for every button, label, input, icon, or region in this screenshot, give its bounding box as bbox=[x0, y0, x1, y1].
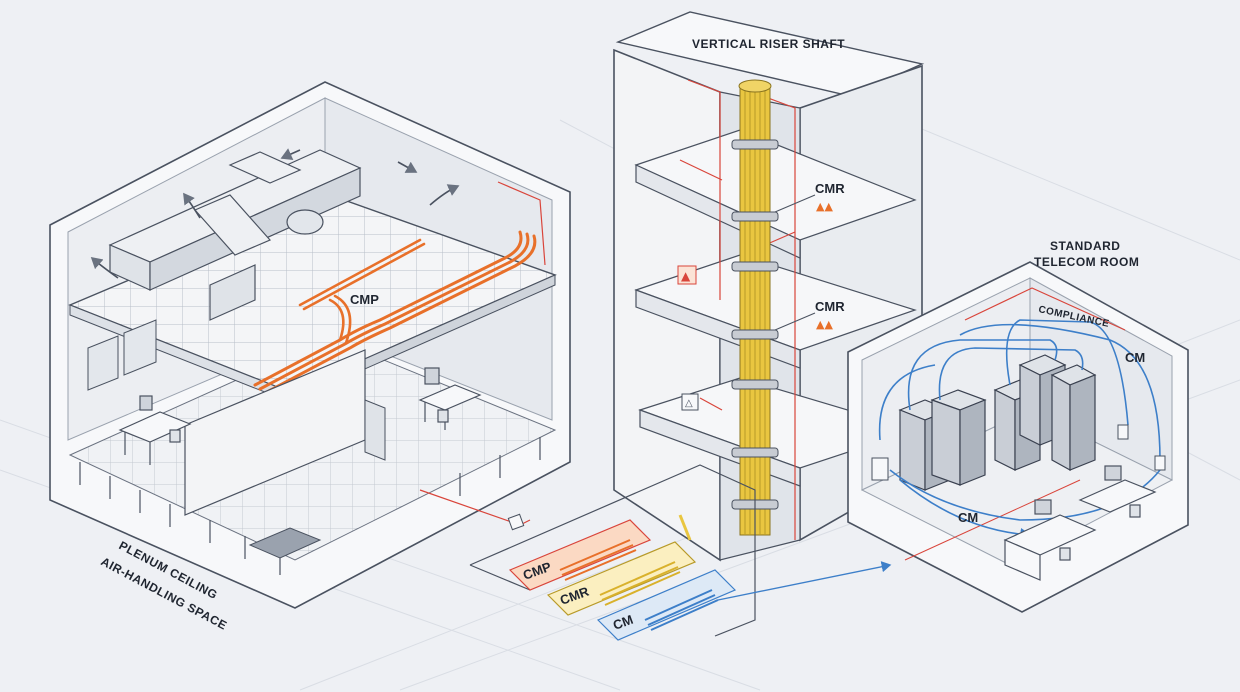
legend-cmr: CMR bbox=[546, 541, 697, 616]
svg-text:▲: ▲ bbox=[681, 269, 691, 283]
server-racks bbox=[898, 354, 1097, 491]
riser-cable-label-lower: CMR bbox=[815, 299, 845, 314]
wall-jack-upper bbox=[1117, 424, 1129, 440]
plenum-fire-line bbox=[497, 181, 546, 266]
cmp-cable-bundle bbox=[253, 230, 537, 395]
legend-cm: CM bbox=[596, 569, 737, 641]
riser-floor-slabs bbox=[634, 129, 918, 487]
telecom-title-line1: STANDARD bbox=[1050, 239, 1120, 253]
legend-cmp: CMP bbox=[508, 519, 652, 591]
telecom-fire-line bbox=[964, 287, 1126, 331]
hvac-duct bbox=[108, 149, 362, 321]
fire-warning-sign: ▲ bbox=[677, 265, 697, 285]
plenum-doorway bbox=[364, 399, 386, 461]
legend-cm-label: CM bbox=[611, 612, 635, 633]
wall-outlet bbox=[871, 457, 889, 481]
telecom-title-line2: TELECOM ROOM bbox=[1034, 255, 1139, 269]
riser-label-leader-lower bbox=[774, 312, 816, 331]
office-chairs bbox=[169, 409, 449, 443]
riser-title: VERTICAL RISER SHAFT bbox=[692, 37, 845, 51]
plenum-windows bbox=[87, 319, 157, 391]
plenum-building: CMP bbox=[49, 81, 571, 633]
office-desks bbox=[118, 367, 482, 465]
svg-text:△: △ bbox=[685, 398, 693, 409]
cmr-cable-bundle bbox=[731, 79, 779, 536]
svg-text:▲▲: ▲▲ bbox=[816, 200, 833, 213]
airflow-arrows bbox=[90, 148, 460, 279]
cable-legend: CMP CMR CM bbox=[419, 464, 892, 641]
riser-cable-label-upper: CMR bbox=[815, 181, 845, 196]
riser-top-cap bbox=[615, 11, 925, 97]
riser-label-leader-upper bbox=[774, 194, 816, 213]
telecom-cable-label-lower: CM bbox=[958, 510, 978, 525]
legend-frame bbox=[469, 464, 756, 637]
wall-jack-right bbox=[1154, 455, 1166, 471]
telecom-room: COMPLIANCE CM CM STANDARD TELECOM ROOM bbox=[847, 239, 1189, 613]
fire-stop-sign: △ bbox=[681, 393, 699, 411]
svg-text:▲▲: ▲▲ bbox=[816, 318, 833, 331]
plenum-cable-label: CMP bbox=[350, 292, 379, 307]
telecom-desks bbox=[1003, 465, 1157, 581]
floor-vent-grate bbox=[248, 527, 322, 559]
fire-rating-icons: ▲▲ ▲▲ bbox=[816, 200, 833, 331]
riser-shaft: CMR CMR ▲▲ ▲▲ ▲ △ VERTICAL RISER SHAFT bbox=[613, 11, 925, 562]
telecom-cable-label-upper: CM bbox=[1125, 350, 1145, 365]
